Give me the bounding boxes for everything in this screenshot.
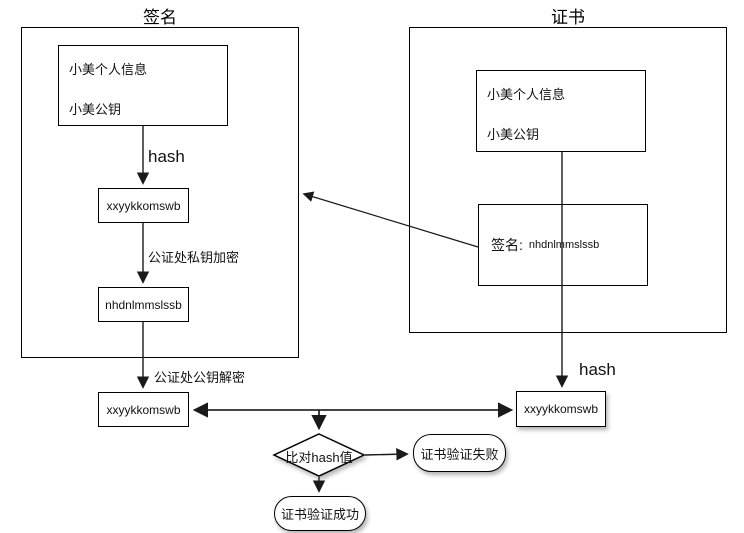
decrypted-hash-value: xxyykkomswb <box>106 402 181 417</box>
arrow-to-fail <box>364 447 409 461</box>
left-hash-value: xxyykkomswb <box>106 198 181 213</box>
right-info-box: 小美个人信息 小美公钥 <box>476 70 646 152</box>
verify-fail-label: 证书验证失败 <box>420 446 499 462</box>
compare-hash-diamond-label: 比对hash值 <box>285 450 353 465</box>
verify-success-label: 证书验证成功 <box>280 507 359 522</box>
left-hash-arrow-label: hash <box>148 147 185 166</box>
right-info-line2: 小美公钥 <box>487 127 540 142</box>
signature-process-frame <box>21 27 299 358</box>
left-hash-value-box: xxyykkomswb <box>98 188 189 223</box>
public-key-decrypt-label: 公证处公钥解密 <box>154 370 246 385</box>
verify-fail-node: 证书验证失败 <box>413 434 506 472</box>
left-group-title: 签名 <box>143 8 177 27</box>
left-signature-value-box: nhdnlmmslssb <box>98 287 189 322</box>
private-key-encrypt-label: 公证处私钥加密 <box>148 250 240 265</box>
cert-hash-value: xxyykkomswb <box>523 402 598 416</box>
cert-signature-label: 签名: <box>491 237 523 253</box>
decrypted-hash-box: xxyykkomswb <box>98 392 189 427</box>
left-info-line2: 小美公钥 <box>69 102 122 117</box>
left-signature-value: nhdnlmmslssb <box>105 297 182 312</box>
right-hash-arrow-label: hash <box>579 360 616 379</box>
certificate-frame <box>409 27 727 333</box>
right-group-title: 证书 <box>551 8 585 27</box>
cert-hash-value-box: xxyykkomswb <box>516 391 606 427</box>
left-info-box: 小美个人信息 小美公钥 <box>58 45 228 126</box>
left-info-line1: 小美个人信息 <box>69 62 148 77</box>
verify-success-node: 证书验证成功 <box>274 496 366 531</box>
cert-signature-value: nhdnlmmslssb <box>528 239 600 251</box>
cert-signature-box: 签名: nhdnlmmslssb <box>478 204 648 286</box>
right-info-line1: 小美个人信息 <box>487 87 566 102</box>
